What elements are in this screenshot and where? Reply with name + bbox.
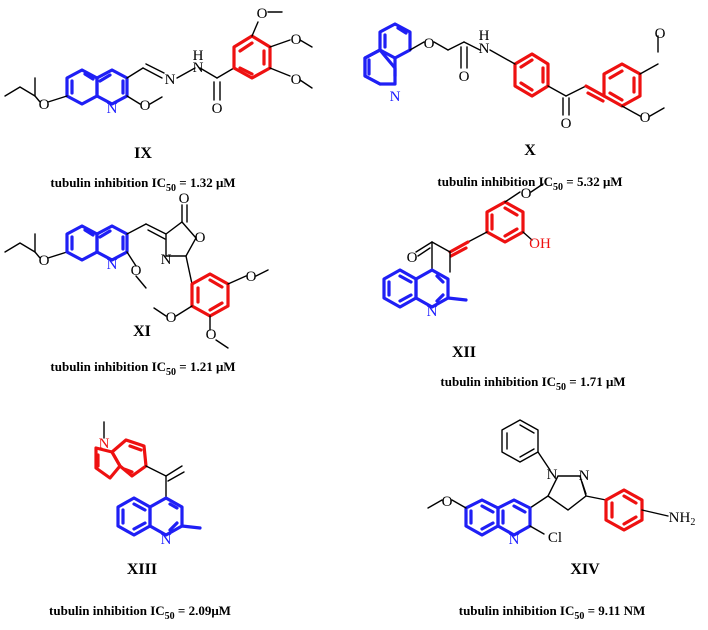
atom-N-quinoline: N bbox=[107, 101, 118, 117]
structure-X: N O N H O O O O bbox=[363, 22, 666, 132]
compound-label-XIV: XIV bbox=[570, 561, 600, 578]
atom-O: O bbox=[291, 32, 302, 48]
atom-N-ring: N bbox=[161, 252, 172, 268]
compound-label-IX: IX bbox=[134, 145, 152, 162]
compound-caption-XII: tubulin inhibition IC50 = 1.71 μM bbox=[440, 374, 625, 393]
atom-O: O bbox=[206, 327, 217, 343]
atom-N: N bbox=[193, 60, 204, 76]
compound-caption-X: tubulin inhibition IC50 = 5.32 μM bbox=[437, 174, 622, 193]
atom-N-quinoline: N bbox=[107, 257, 118, 273]
atom-H: H bbox=[479, 28, 490, 44]
atom-O-ketone: O bbox=[407, 250, 418, 266]
compound-label-X: X bbox=[524, 142, 536, 159]
atom-N-quinoline: N bbox=[390, 89, 401, 105]
atom-N-quinoline: N bbox=[161, 532, 172, 548]
atom-N-indole: N bbox=[99, 436, 110, 452]
structure-IX: O N O N N H O O O O bbox=[4, 6, 313, 117]
compound-label-XI: XI bbox=[133, 323, 151, 340]
compound-label-XII: XII bbox=[452, 344, 476, 361]
atom-O-ring: O bbox=[195, 230, 206, 246]
atom-NH2: NH2 bbox=[669, 510, 696, 528]
atom-O-ether: O bbox=[424, 36, 435, 52]
atom-O: O bbox=[39, 253, 50, 269]
compound-caption-XIII: tubulin inhibition IC50 = 2.09μM bbox=[49, 603, 231, 622]
structure-XI: N O O O O N O O O bbox=[4, 191, 269, 349]
atom-O: O bbox=[257, 6, 268, 22]
atom-N-quinoline: N bbox=[427, 304, 438, 320]
atom-O-carbonyl: O bbox=[212, 101, 223, 117]
atom-Cl: Cl bbox=[548, 530, 562, 546]
atom-OH: OH bbox=[529, 236, 551, 252]
atom-N-amide: N bbox=[479, 41, 490, 57]
atom-O: O bbox=[291, 72, 302, 88]
compound-label-XIII: XIII bbox=[127, 561, 157, 578]
atom-O: O bbox=[39, 97, 50, 113]
compound-caption-XIV: tubulin inhibition IC50 = 9.11 NM bbox=[459, 603, 645, 622]
atom-O-ketone: O bbox=[561, 116, 572, 132]
structure-XII: O OH O N bbox=[382, 183, 551, 320]
atom-O-amide: O bbox=[459, 69, 470, 85]
atom-O: O bbox=[246, 269, 257, 285]
atom-O: O bbox=[140, 98, 151, 114]
compound-caption-XI: tubulin inhibition IC50 = 1.21 μM bbox=[50, 359, 235, 378]
atom-O: O bbox=[131, 263, 142, 279]
atom-O: O bbox=[655, 26, 666, 42]
structure-XIII: N N bbox=[94, 421, 202, 548]
atom-H: H bbox=[193, 48, 204, 64]
atom-O: O bbox=[640, 110, 651, 126]
atom-N: N bbox=[165, 72, 176, 88]
atom-O-carbonyl: O bbox=[179, 191, 190, 207]
structure-XIV: N N N Cl O NH2 bbox=[427, 419, 696, 548]
atom-O: O bbox=[166, 310, 177, 326]
compound-caption-IX: tubulin inhibition IC50 = 1.32 μM bbox=[50, 175, 235, 194]
atom-N-quinoline: N bbox=[509, 532, 520, 548]
atom-O: O bbox=[442, 494, 453, 510]
atom-O: O bbox=[521, 186, 532, 202]
atom-N1-pyrazoline: N bbox=[547, 467, 558, 483]
atom-N2-pyrazoline: N bbox=[579, 468, 590, 484]
